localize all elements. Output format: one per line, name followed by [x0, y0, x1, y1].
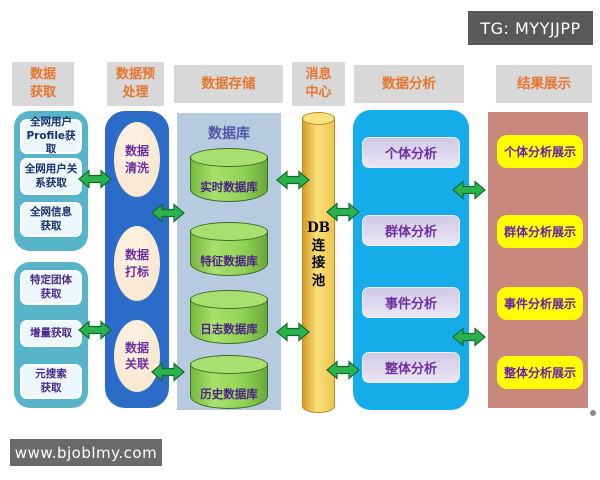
header-display: 结果展示	[496, 65, 592, 103]
display-item-event: 事件分析展示	[497, 287, 583, 320]
display-container: 个体分析展示 群体分析展示 事件分析展示 整体分析展示	[488, 112, 588, 408]
double-arrow-icon	[151, 362, 185, 382]
analysis-item-individual-label: 个体分析	[384, 147, 437, 162]
double-arrow-icon	[326, 202, 360, 222]
preprocessing-item-cleaning-label: 数据 清洗	[124, 144, 149, 175]
header-display-label: 结果展示	[517, 75, 571, 92]
display-item-individual: 个体分析展示	[497, 135, 583, 168]
acquisition-item-group: 特定团体 获取	[20, 270, 82, 305]
header-analysis: 数据分析	[354, 65, 464, 103]
acquisition-item-incremental: 增量获取	[20, 320, 82, 347]
acquisition-item-group-label: 特定团体 获取	[30, 273, 72, 300]
double-arrow-icon	[452, 327, 486, 347]
analysis-item-overall-label: 整体分析	[384, 362, 437, 377]
database-history: 历史数据库	[190, 355, 268, 409]
double-arrow-icon	[276, 322, 310, 342]
analysis-item-event-label: 事件分析	[384, 297, 437, 312]
database-realtime-label: 实时数据库	[200, 180, 258, 194]
database-cylinder-top	[190, 148, 268, 167]
acquisition-item-incremental-label: 增量获取	[30, 326, 72, 339]
acquisition-group2-container: 特定团体 获取 增量获取 元搜索 获取	[14, 262, 88, 408]
database-history-label: 历史数据库	[200, 387, 258, 401]
header-acquisition: 数据 获取	[12, 62, 74, 106]
storage-container: 数据库 实时数据库 特征数据库 日志数据库 历史数据库	[177, 113, 281, 410]
acquisition-item-profile: 全网用户 Profile获取	[20, 116, 82, 156]
pool-cylinder-top	[302, 112, 335, 125]
analysis-item-crowd-label: 群体分析	[384, 225, 437, 240]
display-item-crowd-label: 群体分析展示	[503, 225, 576, 239]
display-item-individual-label: 个体分析展示	[503, 145, 576, 159]
storage-title: 数据库	[208, 126, 250, 142]
tg-watermark-badge: TG: MYYJJPP	[468, 11, 593, 45]
acquisition-item-allinfo-label: 全网信息 获取	[30, 205, 72, 232]
analysis-item-overall: 整体分析	[362, 352, 460, 383]
display-item-overall-label: 整体分析展示	[503, 366, 576, 380]
header-preprocessing-label: 数据预 处理	[115, 66, 155, 100]
database-cylinder-top	[190, 222, 268, 241]
acquisition-item-metasearch: 元搜索 获取	[20, 364, 82, 399]
acquisition-group1-container: 全网用户 Profile获取 全网用户关 系获取 全网信息 获取	[14, 111, 88, 251]
double-arrow-icon	[151, 203, 185, 223]
double-arrow-icon	[326, 360, 360, 380]
database-cylinder-top	[190, 290, 268, 309]
acquisition-item-profile-label: 全网用户 Profile获取	[26, 116, 76, 156]
preprocessing-item-tagging-label: 数据 打标	[124, 248, 149, 279]
display-item-crowd: 群体分析展示	[497, 215, 583, 248]
database-feature-label: 特征数据库	[200, 254, 258, 268]
header-acquisition-label: 数据 获取	[29, 66, 56, 100]
double-arrow-icon	[78, 169, 112, 189]
tg-watermark-label: TG: MYYJJPP	[480, 18, 581, 38]
acquisition-item-metasearch-label: 元搜索 获取	[35, 367, 67, 394]
cursor-artifact	[590, 410, 596, 416]
acquisition-item-relations-label: 全网用户关 系获取	[24, 162, 78, 189]
header-analysis-label: 数据分析	[382, 75, 436, 92]
preprocessing-item-cleaning: 数据 清洗	[114, 122, 160, 197]
analysis-item-individual: 个体分析	[362, 137, 460, 168]
header-storage: 数据存储	[174, 65, 283, 103]
analysis-item-crowd: 群体分析	[362, 215, 460, 246]
double-arrow-icon	[452, 180, 486, 200]
header-preprocessing: 数据预 处理	[107, 62, 164, 106]
database-log-label: 日志数据库	[200, 322, 258, 336]
preprocessing-item-tagging: 数据 打标	[114, 226, 160, 301]
pool-cylinder-body	[302, 117, 335, 413]
header-message-center: 消息 中心	[292, 62, 345, 106]
header-storage-label: 数据存储	[201, 75, 256, 92]
database-cylinder-top	[190, 355, 268, 374]
site-watermark-label: www.bjoblmy.com	[14, 443, 158, 462]
analysis-item-event: 事件分析	[362, 287, 460, 318]
preprocessing-item-linking-label: 数据 关联	[124, 340, 149, 371]
analysis-container: 个体分析 群体分析 事件分析 整体分析	[353, 110, 469, 410]
preprocessing-container: 数据 清洗 数据 打标 数据 关联	[105, 111, 169, 408]
db-connection-pool-cylinder: DB 连 接 池	[302, 112, 335, 413]
double-arrow-icon	[78, 320, 112, 340]
db-connection-pool-label: DB 连 接 池	[306, 220, 331, 289]
preprocessing-item-linking: 数据 关联	[114, 320, 160, 392]
double-arrow-icon	[276, 170, 310, 190]
database-log: 日志数据库	[190, 290, 268, 344]
site-watermark-badge: www.bjoblmy.com	[10, 439, 162, 466]
display-item-event-label: 事件分析展示	[503, 297, 576, 311]
acquisition-item-relations: 全网用户关 系获取	[20, 158, 82, 195]
database-feature: 特征数据库	[190, 222, 268, 276]
header-message-center-label: 消息 中心	[305, 66, 332, 100]
display-item-overall: 整体分析展示	[497, 356, 583, 389]
acquisition-item-allinfo: 全网信息 获取	[20, 202, 82, 237]
database-realtime: 实时数据库	[190, 148, 268, 202]
